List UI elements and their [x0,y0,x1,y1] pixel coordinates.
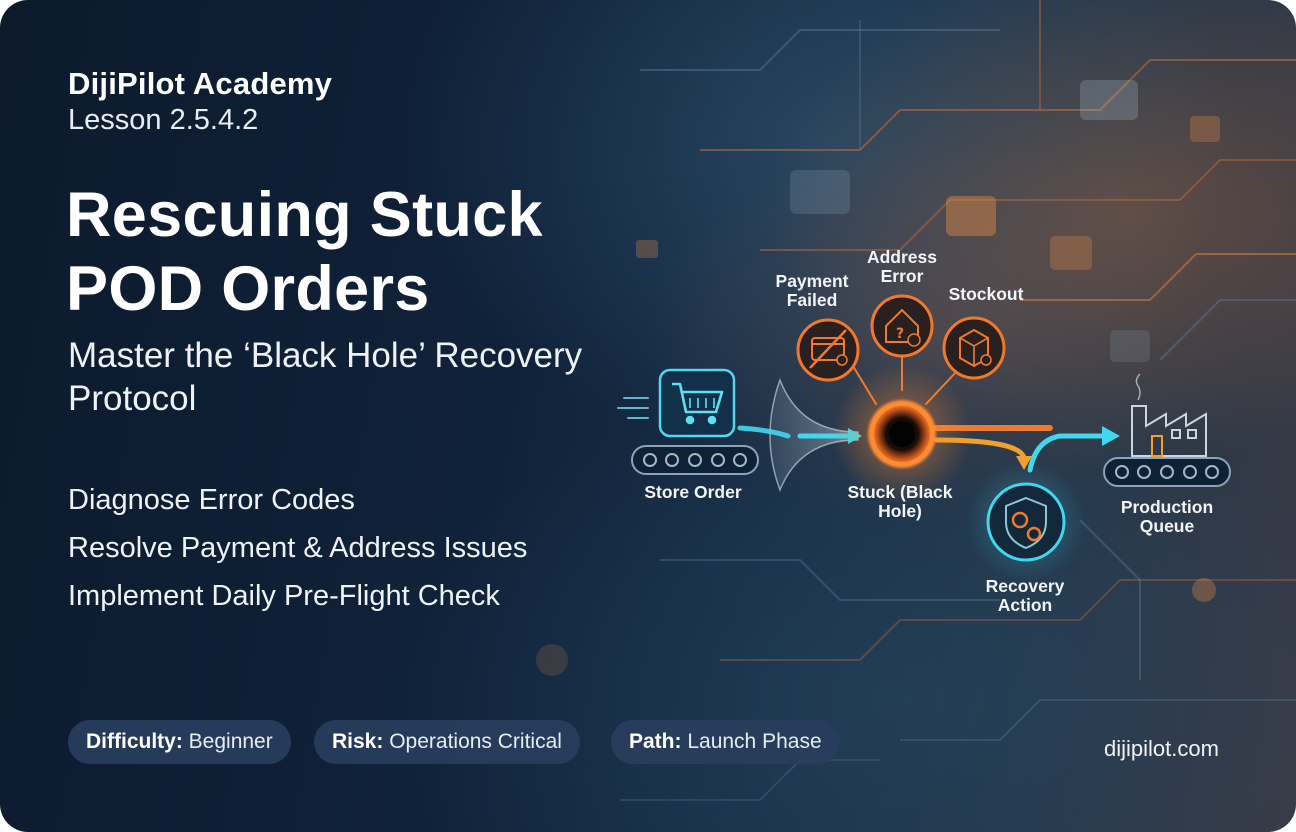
objective-item: Resolve Payment & Address Issues [68,532,528,564]
difficulty-badge: Difficulty: Beginner [68,720,291,764]
shopping-cart-icon [672,382,724,425]
store-order-node [658,368,736,438]
learning-objectives: Diagnose Error Codes Resolve Payment & A… [68,480,527,624]
conveyor-icon [1103,457,1231,487]
badge-key: Risk: [332,730,384,753]
path-badge: Path: Launch Phase [611,720,840,764]
risk-badge: Risk: Operations Critical [314,720,580,764]
house-question-icon: ? [870,294,934,358]
box-error-icon [942,316,1006,380]
production-queue-label: Production Queue [1120,497,1214,536]
badge-value: Launch Phase [687,730,822,753]
credit-card-error-icon [796,318,860,382]
payment-failed-label: Payment Failed [775,271,849,310]
factory-icon [1131,373,1207,457]
store-order-label: Store Order [644,482,742,502]
recovery-action-label: Recovery Action [985,576,1065,615]
lesson-number: Lesson 2.5.4.2 [68,104,259,136]
shield-gears-icon [966,462,1086,582]
site-url[interactable]: dijipilot.com [1104,736,1219,761]
stuck-label: Stuck (Black Hole) [847,482,953,521]
badge-key: Path: [629,730,682,753]
badge-value: Operations Critical [389,730,562,753]
svg-text:?: ? [896,326,904,342]
stockout-label: Stockout [948,284,1024,304]
page-subtitle: Master the ‘Black Hole’ Recovery Protoco… [68,336,583,418]
circuit-traces [620,0,1296,801]
conveyor-icon [631,445,759,475]
objective-item: Implement Daily Pre-Flight Check [68,580,500,612]
page-title: Rescuing Stuck POD Orders [66,180,543,324]
speed-lines [617,397,649,419]
badge-value: Beginner [188,730,273,753]
address-error-label: Address Error [866,247,938,286]
floating-cubes [536,80,1220,676]
black-hole-icon [832,364,972,504]
badge-key: Difficulty: [86,730,183,753]
objective-item: Diagnose Error Codes [68,484,355,516]
brand-name: DijiPilot Academy [68,66,333,101]
